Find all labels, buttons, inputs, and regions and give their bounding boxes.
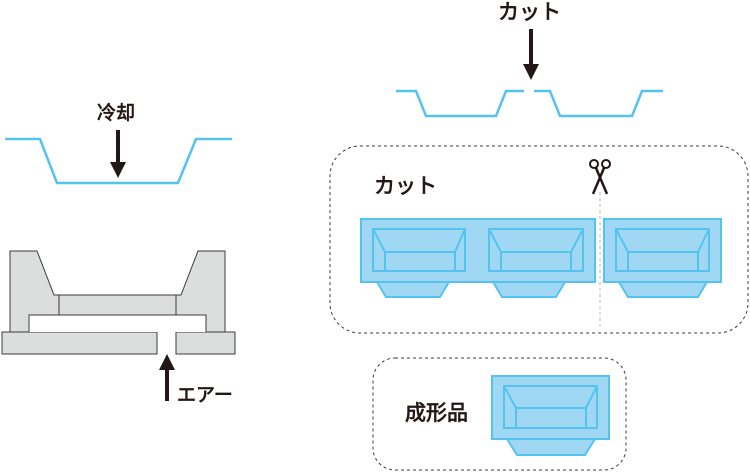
air-arrow-icon	[159, 354, 175, 401]
separated-tray	[603, 218, 722, 298]
cut-arrow-icon	[523, 29, 539, 80]
mold-base-right	[175, 331, 236, 355]
air-label: エアー	[177, 384, 233, 406]
product-label: 成形品	[405, 401, 468, 425]
mold-center-plate	[58, 294, 177, 316]
sheet-right-segment	[534, 89, 663, 118]
scissors-icon	[589, 159, 611, 195]
mold-base-left	[1, 331, 158, 355]
cut-box-label: カット	[374, 174, 437, 198]
mold	[1, 250, 236, 355]
product-box	[372, 357, 627, 471]
cooling-label: 冷却	[97, 102, 136, 124]
joined-trays	[360, 218, 596, 298]
top-cut-label: カット	[498, 0, 561, 24]
cut-process-box	[329, 145, 749, 334]
product-tray	[491, 375, 610, 456]
mold-air-cavity	[29, 315, 206, 354]
sheet-left-segment	[396, 89, 524, 118]
cooled-sheet-line	[5, 137, 232, 185]
cooling-arrow-icon	[110, 130, 126, 178]
